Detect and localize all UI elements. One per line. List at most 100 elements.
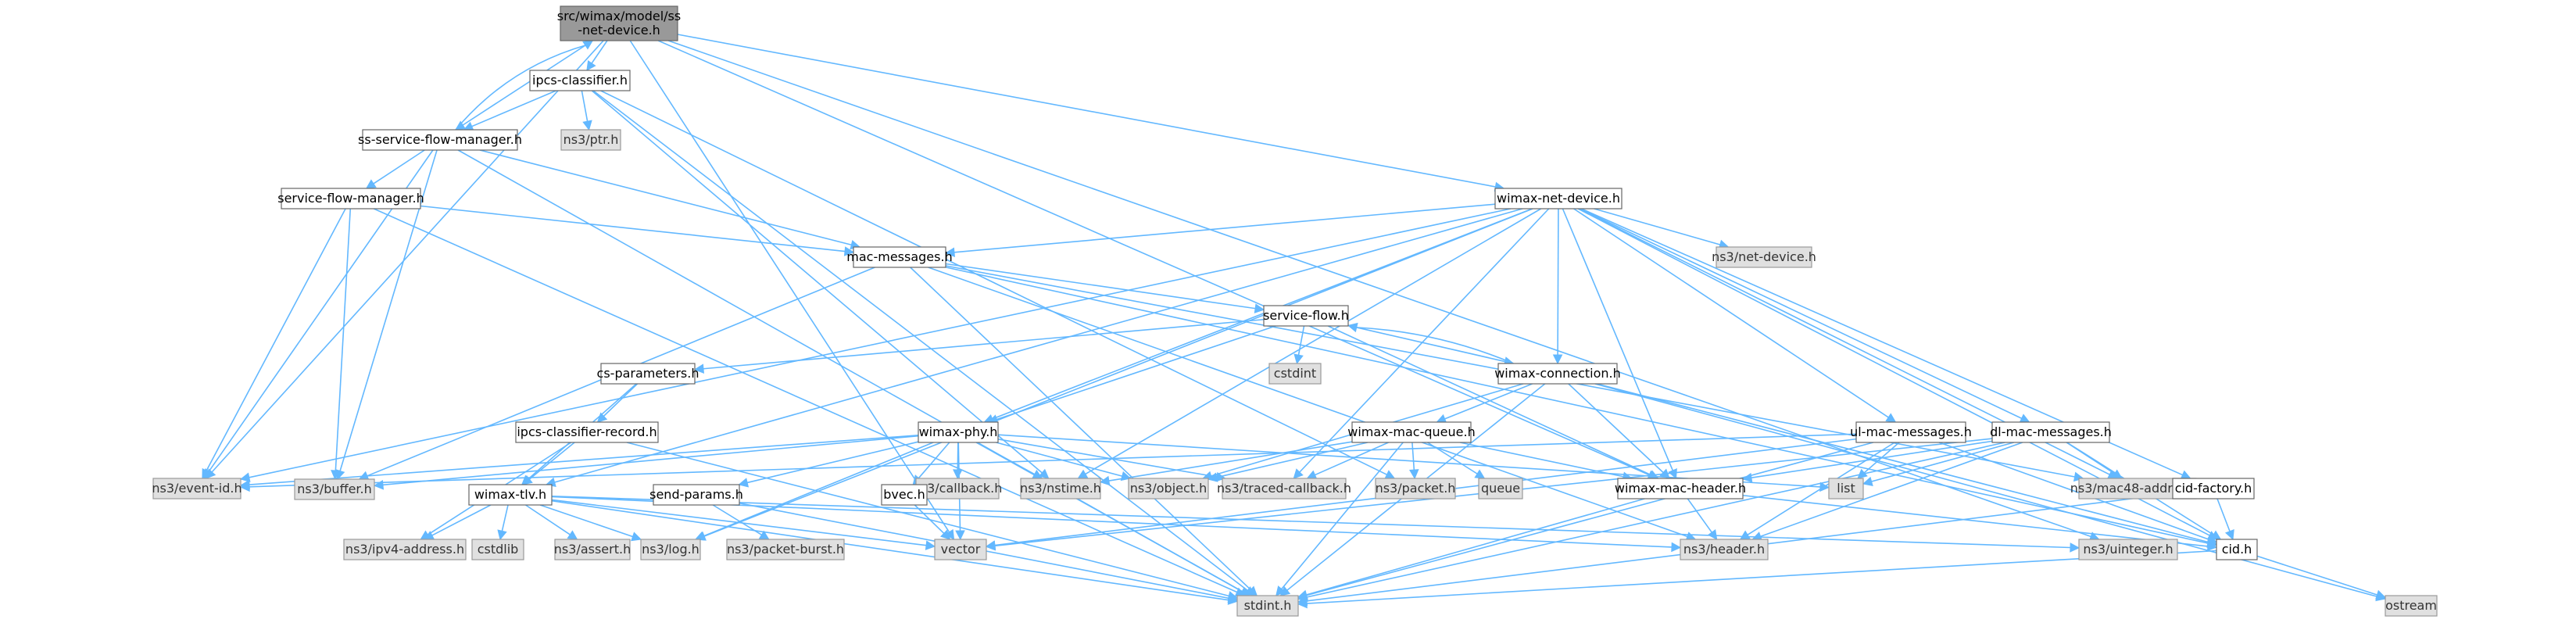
node-cid[interactable]: cid.h bbox=[2216, 539, 2258, 560]
edge-arrowhead bbox=[1552, 354, 1563, 365]
edge-root-to-uinteger bbox=[667, 40, 2100, 542]
node-ss-sfm[interactable]: ss-service-flow-manager.h bbox=[358, 129, 522, 151]
node-root[interactable]: src/wimax/model/ss-net-device.h bbox=[557, 5, 681, 41]
node-bvec[interactable]: bvec.h bbox=[881, 484, 928, 506]
node-sfm[interactable]: service-flow-manager.h bbox=[277, 188, 424, 209]
node-object: ns3/object.h bbox=[1128, 478, 1209, 499]
node-ul-mac[interactable]: ul-mac-messages.h bbox=[1850, 421, 1972, 443]
node-label: ns3/object.h bbox=[1130, 481, 1208, 496]
edge-wimax_nd-to-wimax_mh bbox=[1562, 208, 1677, 480]
node-label: stdint.h bbox=[1244, 598, 1292, 613]
node-wimax-conn[interactable]: wimax-connection.h bbox=[1494, 363, 1621, 385]
node-cid-factory[interactable]: cid-factory.h bbox=[2172, 478, 2255, 499]
edge-line bbox=[2216, 498, 2231, 532]
edge-line bbox=[1459, 442, 1624, 478]
edge-line bbox=[382, 435, 919, 486]
edge-line bbox=[746, 441, 919, 484]
edge-sfm-to-stdint bbox=[373, 208, 1246, 597]
node-label: ipcs-classifier.h bbox=[532, 73, 628, 88]
edge-line bbox=[339, 149, 438, 471]
node-box bbox=[1020, 478, 1101, 499]
edge-arrowhead bbox=[2070, 542, 2080, 553]
edge-line bbox=[703, 318, 1265, 370]
edge-wimax_tlv-to-ipv4 bbox=[424, 504, 492, 540]
node-box bbox=[600, 363, 696, 385]
edge-ss_sfm-to-mac_messages bbox=[479, 149, 861, 250]
node-label: ns3/packet-burst.h bbox=[727, 542, 844, 557]
node-mac-messages[interactable]: mac-messages.h bbox=[846, 246, 953, 268]
edge-line bbox=[525, 504, 571, 535]
node-cs-params[interactable]: cs-parameters.h bbox=[597, 363, 699, 385]
edge-arrowhead bbox=[2224, 529, 2234, 541]
node-wimax-mh[interactable]: wimax-mac-header.h bbox=[1615, 478, 1746, 499]
edge-line bbox=[1562, 208, 1674, 471]
edge-ipcs_classifier-to-ss_sfm bbox=[463, 90, 556, 131]
node-ipcs-cr[interactable]: ipcs-classifier-record.h bbox=[515, 421, 659, 443]
edge-ipcs_classifier-to-stdint bbox=[592, 90, 1255, 596]
node-dl-mac[interactable]: dl-mac-messages.h bbox=[1990, 421, 2112, 443]
edge-arrowhead bbox=[239, 472, 251, 482]
node-buffer: ns3/buffer.h bbox=[294, 478, 375, 500]
edge-cid_factory-to-cid bbox=[2216, 498, 2234, 541]
edge-line bbox=[551, 495, 2071, 549]
edge-arrowhead bbox=[1207, 472, 1218, 482]
edge-line bbox=[1085, 208, 1542, 475]
edge-sfm-to-mac_messages bbox=[420, 205, 855, 256]
edge-arrowhead bbox=[1293, 468, 1304, 479]
edge-arrowhead bbox=[2019, 414, 2030, 423]
node-send-params[interactable]: send-params.h bbox=[649, 484, 743, 506]
edge-mac_messages-to-stdint bbox=[910, 267, 1258, 596]
node-wimax-phy[interactable]: wimax-phy.h bbox=[918, 421, 999, 443]
node-label: bvec.h bbox=[883, 487, 925, 502]
node-assert: ns3/assert.h bbox=[554, 539, 631, 560]
edge-arrowhead bbox=[1739, 530, 1751, 540]
node-label: ns3/packet.h bbox=[1376, 481, 1456, 496]
node-box bbox=[2216, 539, 2258, 560]
node-label: ipcs-classifier-record.h bbox=[517, 424, 657, 439]
edge-arrowhead bbox=[1862, 476, 1873, 486]
node-label: ns3/mac48-address.h bbox=[2070, 481, 2205, 496]
edge-arrowhead bbox=[1707, 528, 1718, 540]
edge-arrowhead bbox=[1347, 322, 1358, 333]
node-queue: queue bbox=[1478, 478, 1523, 499]
edge-arrowhead bbox=[596, 412, 608, 423]
edge-arrowhead bbox=[1306, 470, 1318, 480]
edge-line bbox=[592, 90, 1248, 591]
edge-wimax_nd-to-mac_messages bbox=[944, 203, 1496, 258]
node-label: src/wimax/model/ss bbox=[557, 9, 681, 23]
node-label: vector bbox=[941, 542, 981, 557]
edge-line bbox=[1427, 442, 1478, 474]
edge-service_flow-to-cs_params bbox=[693, 318, 1265, 374]
node-label: list bbox=[1837, 481, 1855, 496]
edge-wimax_nd-to-event_id bbox=[239, 208, 1512, 482]
node-ipcs-classifier[interactable]: ipcs-classifier.h bbox=[529, 70, 631, 91]
edge-line bbox=[591, 90, 1043, 474]
node-wimax-tlv[interactable]: wimax-tlv.h bbox=[468, 484, 553, 506]
edge-wimax_phy-to-traced_cb bbox=[997, 439, 1226, 482]
node-wimax-mq[interactable]: wimax-mac-queue.h bbox=[1347, 421, 1476, 443]
node-box bbox=[468, 484, 553, 506]
node-label: ostream bbox=[2385, 598, 2437, 613]
edge-arrowhead bbox=[1474, 469, 1486, 479]
node-label: ns3/buffer.h bbox=[297, 482, 372, 496]
node-label: ns3/uinteger.h bbox=[2083, 542, 2173, 557]
edge-line bbox=[528, 442, 575, 480]
node-label: ns3/ptr.h bbox=[564, 132, 619, 147]
edge-dl_mac-to-stdint bbox=[1297, 442, 2005, 603]
edge-line bbox=[1568, 383, 1664, 474]
edge-arrowhead bbox=[945, 528, 955, 540]
node-service-flow[interactable]: service-flow.h bbox=[1263, 305, 1349, 327]
edge-wimax_mq-to-queue bbox=[1427, 442, 1486, 479]
edge-line bbox=[1747, 442, 1895, 535]
edge-line bbox=[914, 504, 945, 534]
edge-line bbox=[996, 325, 1276, 421]
edge-line bbox=[667, 40, 2091, 538]
node-wimax-nd[interactable]: wimax-net-device.h bbox=[1494, 188, 1623, 209]
node-uinteger: ns3/uinteger.h bbox=[2078, 539, 2178, 560]
edge-line bbox=[1760, 442, 2023, 538]
edge-arrowhead bbox=[1077, 469, 1089, 479]
edge-service_flow-to-wimax_phy bbox=[987, 325, 1276, 424]
edge-line bbox=[1347, 324, 1505, 363]
edge-line bbox=[1315, 442, 1389, 476]
